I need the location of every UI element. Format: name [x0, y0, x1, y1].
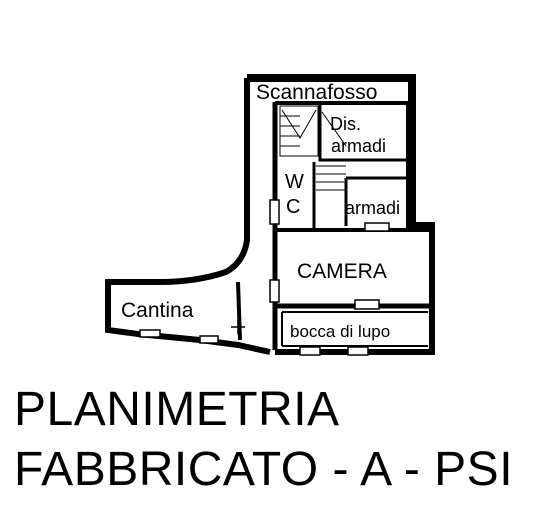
- stairs: [279, 105, 347, 191]
- left-corridor-wall: [105, 78, 271, 355]
- window: [347, 346, 369, 356]
- stair-outline: [279, 105, 319, 157]
- cantina-label: Cantina: [121, 299, 194, 322]
- scannafosso-outer-wall: [247, 74, 416, 225]
- armadi-mid-label: armadi: [345, 198, 400, 218]
- plan-title-line-2: FABBRICATO - A - PSI: [14, 443, 514, 496]
- windows: [139, 199, 390, 356]
- window: [354, 299, 380, 310]
- window: [139, 329, 161, 338]
- window: [269, 199, 280, 225]
- dis-door-swing: [321, 111, 347, 147]
- window: [269, 279, 280, 303]
- window: [299, 346, 321, 356]
- wc-c-label: C: [286, 196, 300, 218]
- bocca-label: bocca di lupo: [290, 322, 390, 341]
- window: [364, 222, 390, 232]
- dis-label: Dis.: [330, 114, 361, 134]
- scannafosso-label: Scannafosso: [256, 81, 377, 104]
- interior-walls: [275, 103, 432, 232]
- window: [199, 335, 219, 344]
- armadi-top-label: armadi: [331, 136, 386, 156]
- wc-w-label: W: [285, 171, 304, 193]
- cross-marker-icon: [231, 320, 245, 334]
- camera-label: CAMERA: [297, 260, 387, 283]
- plan-title-line-1: PLANIMETRIA: [14, 383, 340, 436]
- stair-diagonal: [281, 109, 317, 139]
- outer-walls: [105, 74, 435, 355]
- cantina-inner-wall: [236, 281, 242, 341]
